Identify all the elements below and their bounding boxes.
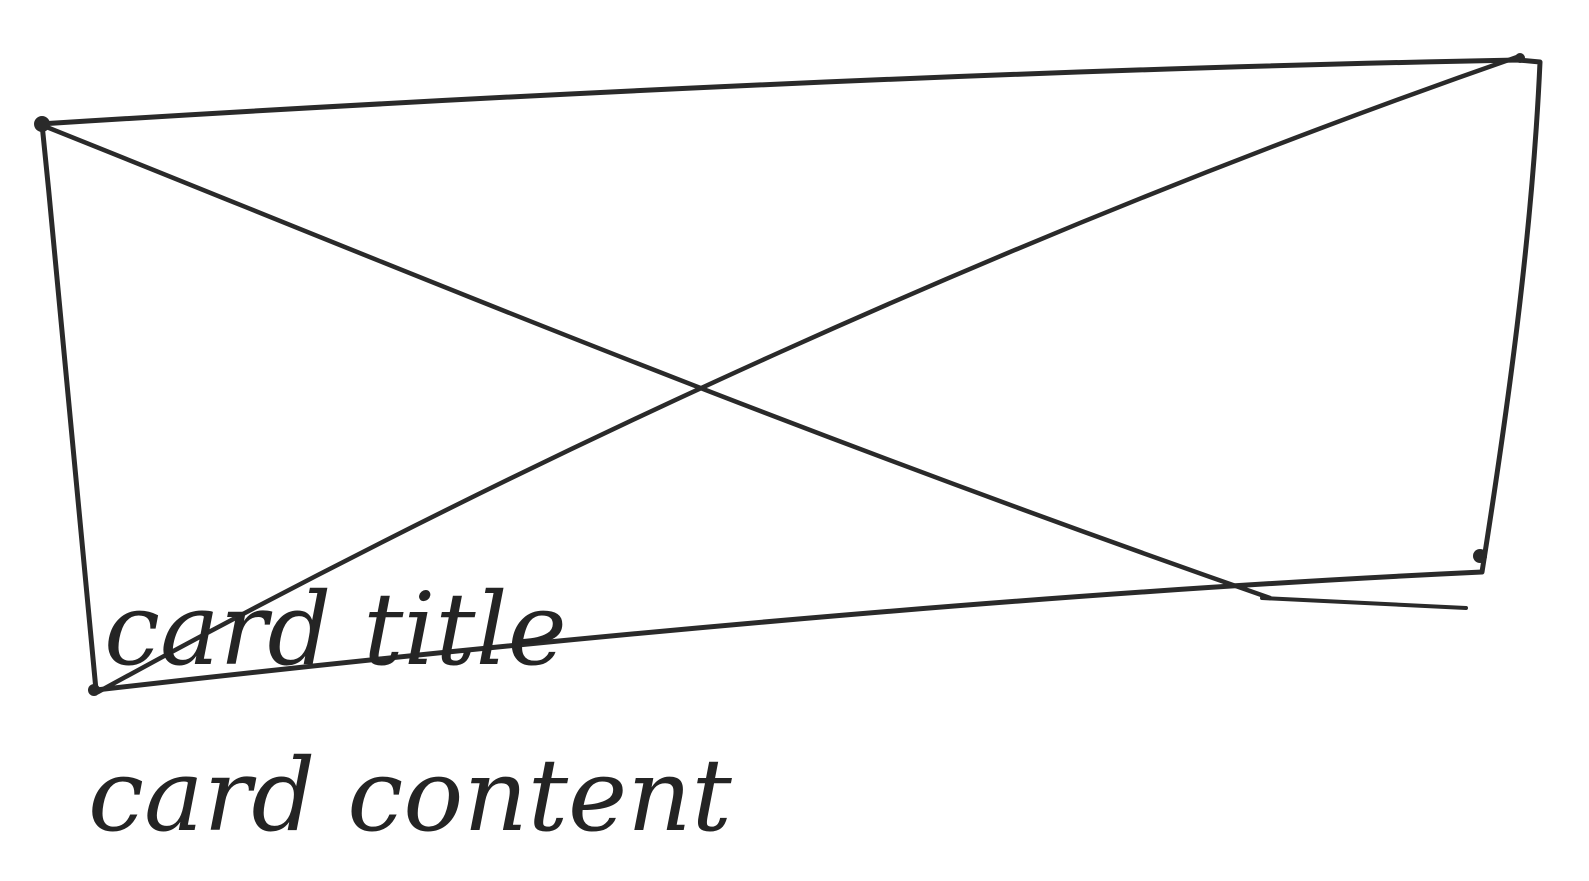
corner-dot-top-left [34,116,50,132]
image-placeholder-frame [37,57,1543,693]
corner-dot-bottom-left [88,684,100,696]
corner-dot-top-right [1515,53,1525,63]
image-placeholder-icon [34,53,1525,696]
image-placeholder-bottom-stroke [1260,596,1468,610]
card-title: card title [104,571,567,688]
image-placeholder-cross-line-1 [41,123,1273,601]
corner-dot-bottom-right [1473,549,1487,563]
card-content: card content [88,737,733,854]
card-image-placeholder [34,53,1543,696]
image-placeholder-cross-line-2 [95,53,1523,695]
